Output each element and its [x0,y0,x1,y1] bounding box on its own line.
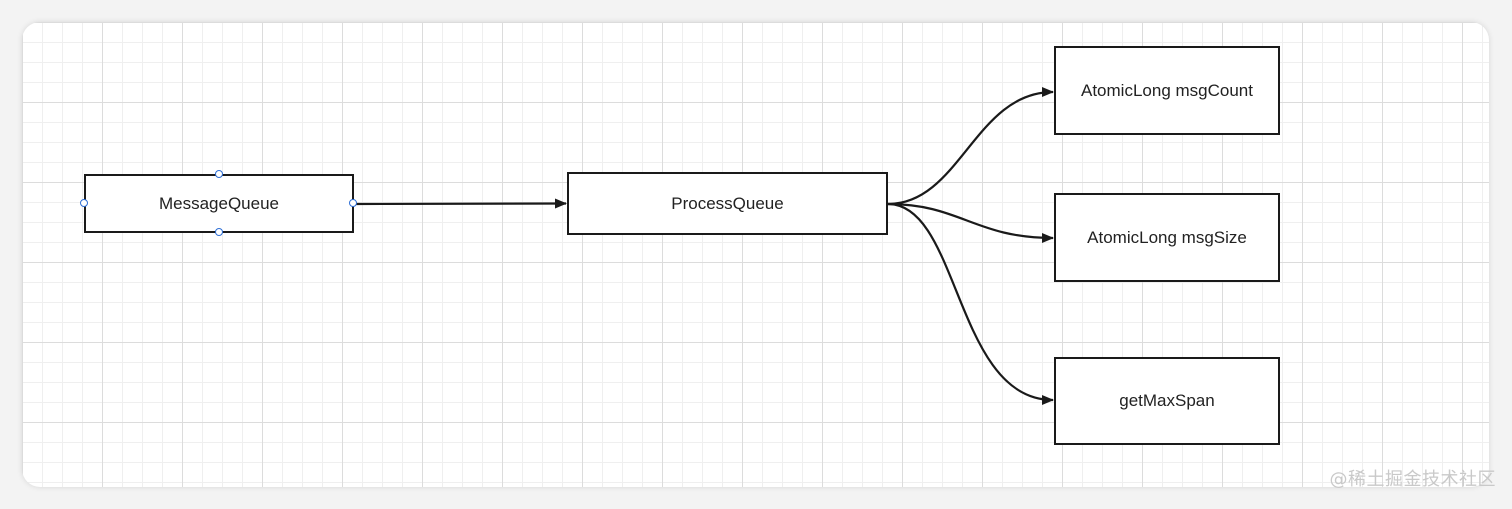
node-msg-size[interactable]: AtomicLong msgSize [1054,193,1280,282]
connection-handle-right[interactable] [349,199,357,207]
node-msg-count[interactable]: AtomicLong msgCount [1054,46,1280,135]
connection-handle-bottom[interactable] [215,228,223,236]
node-get-max-span[interactable]: getMaxSpan [1054,357,1280,445]
node-message-queue-label: MessageQueue [158,193,280,213]
node-get-max-span-label: getMaxSpan [1119,391,1215,410]
connection-handle-top[interactable] [215,170,223,178]
node-process-queue-label: ProcessQueue [671,193,784,213]
node-message-queue[interactable]: MessageQueue [84,174,354,233]
watermark: @稀土掘金技术社区 [1329,469,1496,490]
node-msg-size-label: AtomicLong msgSize [1087,227,1247,247]
connection-handle-left[interactable] [80,199,88,207]
node-msg-count-label: AtomicLong msgCount [1081,80,1253,100]
node-process-queue[interactable]: ProcessQueue [567,172,888,235]
